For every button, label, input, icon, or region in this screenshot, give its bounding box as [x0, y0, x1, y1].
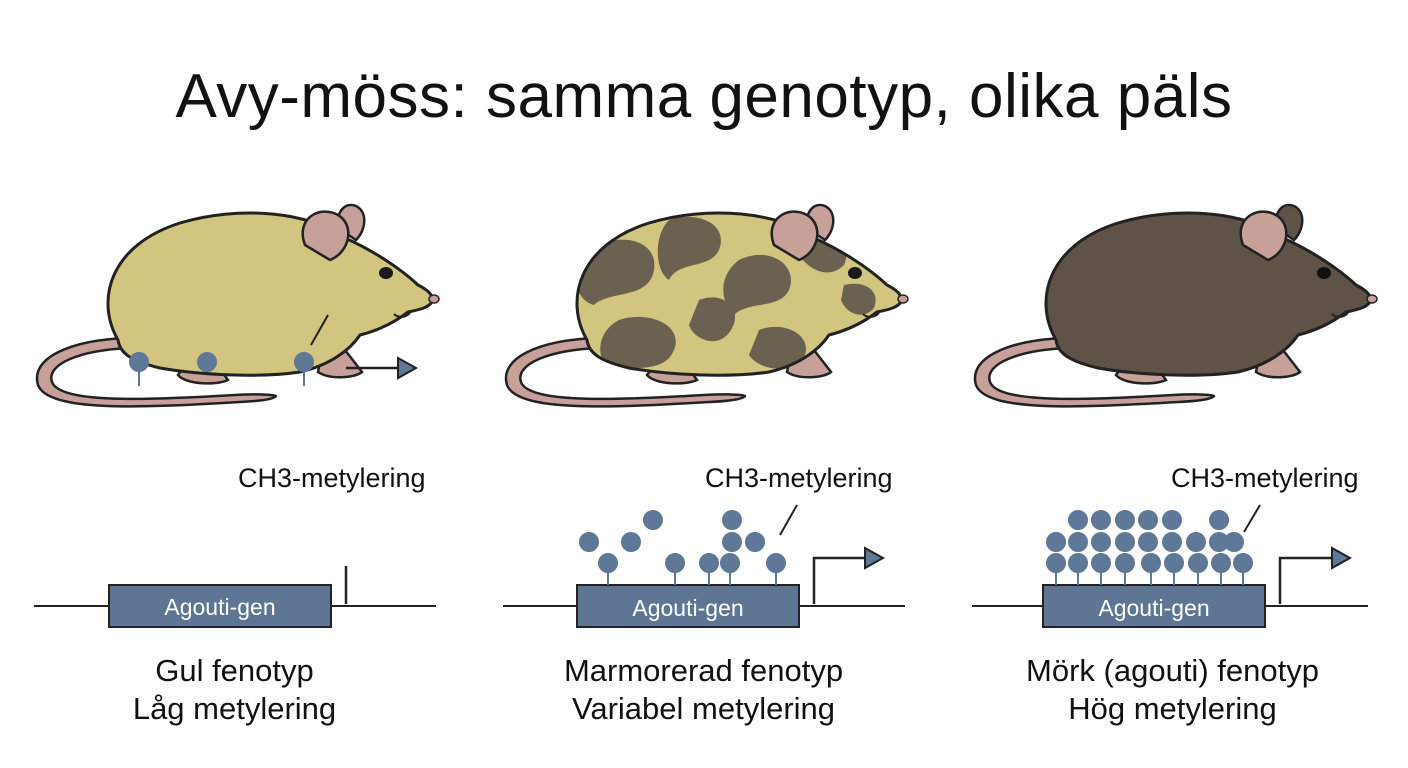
caption-dark: Mörk (agouti) fenotyp Hög metylering	[938, 652, 1407, 728]
methyl-marks	[1046, 510, 1253, 585]
mouse-body	[1044, 211, 1372, 377]
gene-diagram-low-marks	[129, 314, 419, 386]
gene-diagram-variable: Agouti-gen	[503, 504, 905, 628]
caption-yellow: Gul fenotyp Låg metylering	[0, 652, 469, 728]
mouse-eye	[1317, 267, 1331, 279]
diagram-title: Avy-möss: samma genotyp, olika päls	[175, 62, 1233, 131]
gene-label: Agouti-gen	[164, 594, 275, 620]
gene-row-low: Agouti-gen	[34, 566, 436, 628]
mouse-tail	[504, 336, 747, 408]
gene-diagram-high: Agouti-gen	[972, 504, 1368, 628]
leader-line	[1243, 504, 1261, 533]
caption-mottled: Marmorerad fenotyp Variabel metylering	[469, 652, 938, 728]
methylation-label: CH3-metylering	[705, 463, 893, 493]
gene-box	[1042, 584, 1266, 628]
mouse-tail	[35, 336, 278, 408]
panel-mottled: CH3-metylering Agouti-gen Marmorerad fen…	[469, 190, 938, 750]
panel-dark: CH3-metylering Agouti-gen M	[938, 190, 1407, 750]
methylation-label: CH3-metylering	[238, 463, 426, 493]
gene-box	[576, 584, 800, 628]
mouse-ear	[301, 210, 350, 262]
phenotype-text: Gul fenotyp	[155, 653, 314, 688]
methylation-text: Variabel metylering	[571, 691, 836, 726]
leader-line	[779, 504, 798, 536]
mouse-tail	[973, 336, 1216, 408]
mouse-nose	[1366, 294, 1378, 304]
transcription-arrow	[812, 556, 867, 604]
yellow-mouse-illustration	[35, 203, 440, 408]
mottled-mouse-illustration	[504, 203, 909, 408]
methyl-marks	[579, 510, 786, 585]
mouse-eye	[848, 267, 862, 279]
methylation-text: Låg metylering	[132, 691, 337, 726]
mouse-nose	[428, 294, 440, 304]
gene-label: Agouti-gen	[1098, 595, 1209, 621]
transcription-arrow	[1278, 556, 1334, 604]
mouse-ear	[1239, 210, 1288, 262]
panel-yellow: CH3-metylering Agouti-gen Gul fenotyp Lå…	[0, 190, 469, 750]
methylation-text: Hög metylering	[1068, 691, 1277, 726]
mouse-nose	[897, 294, 909, 304]
methylation-label: CH3-metylering	[1171, 463, 1359, 493]
methyl-marks	[129, 352, 314, 386]
mouse-eye	[379, 267, 393, 279]
gene-label: Agouti-gen	[632, 595, 743, 621]
phenotype-text: Marmorerad fenotyp	[563, 653, 844, 688]
dark-mouse-illustration	[973, 203, 1378, 408]
mouse-ear	[770, 210, 819, 262]
phenotype-text: Mörk (agouti) fenotyp	[1026, 653, 1319, 688]
leader-line	[310, 314, 329, 346]
